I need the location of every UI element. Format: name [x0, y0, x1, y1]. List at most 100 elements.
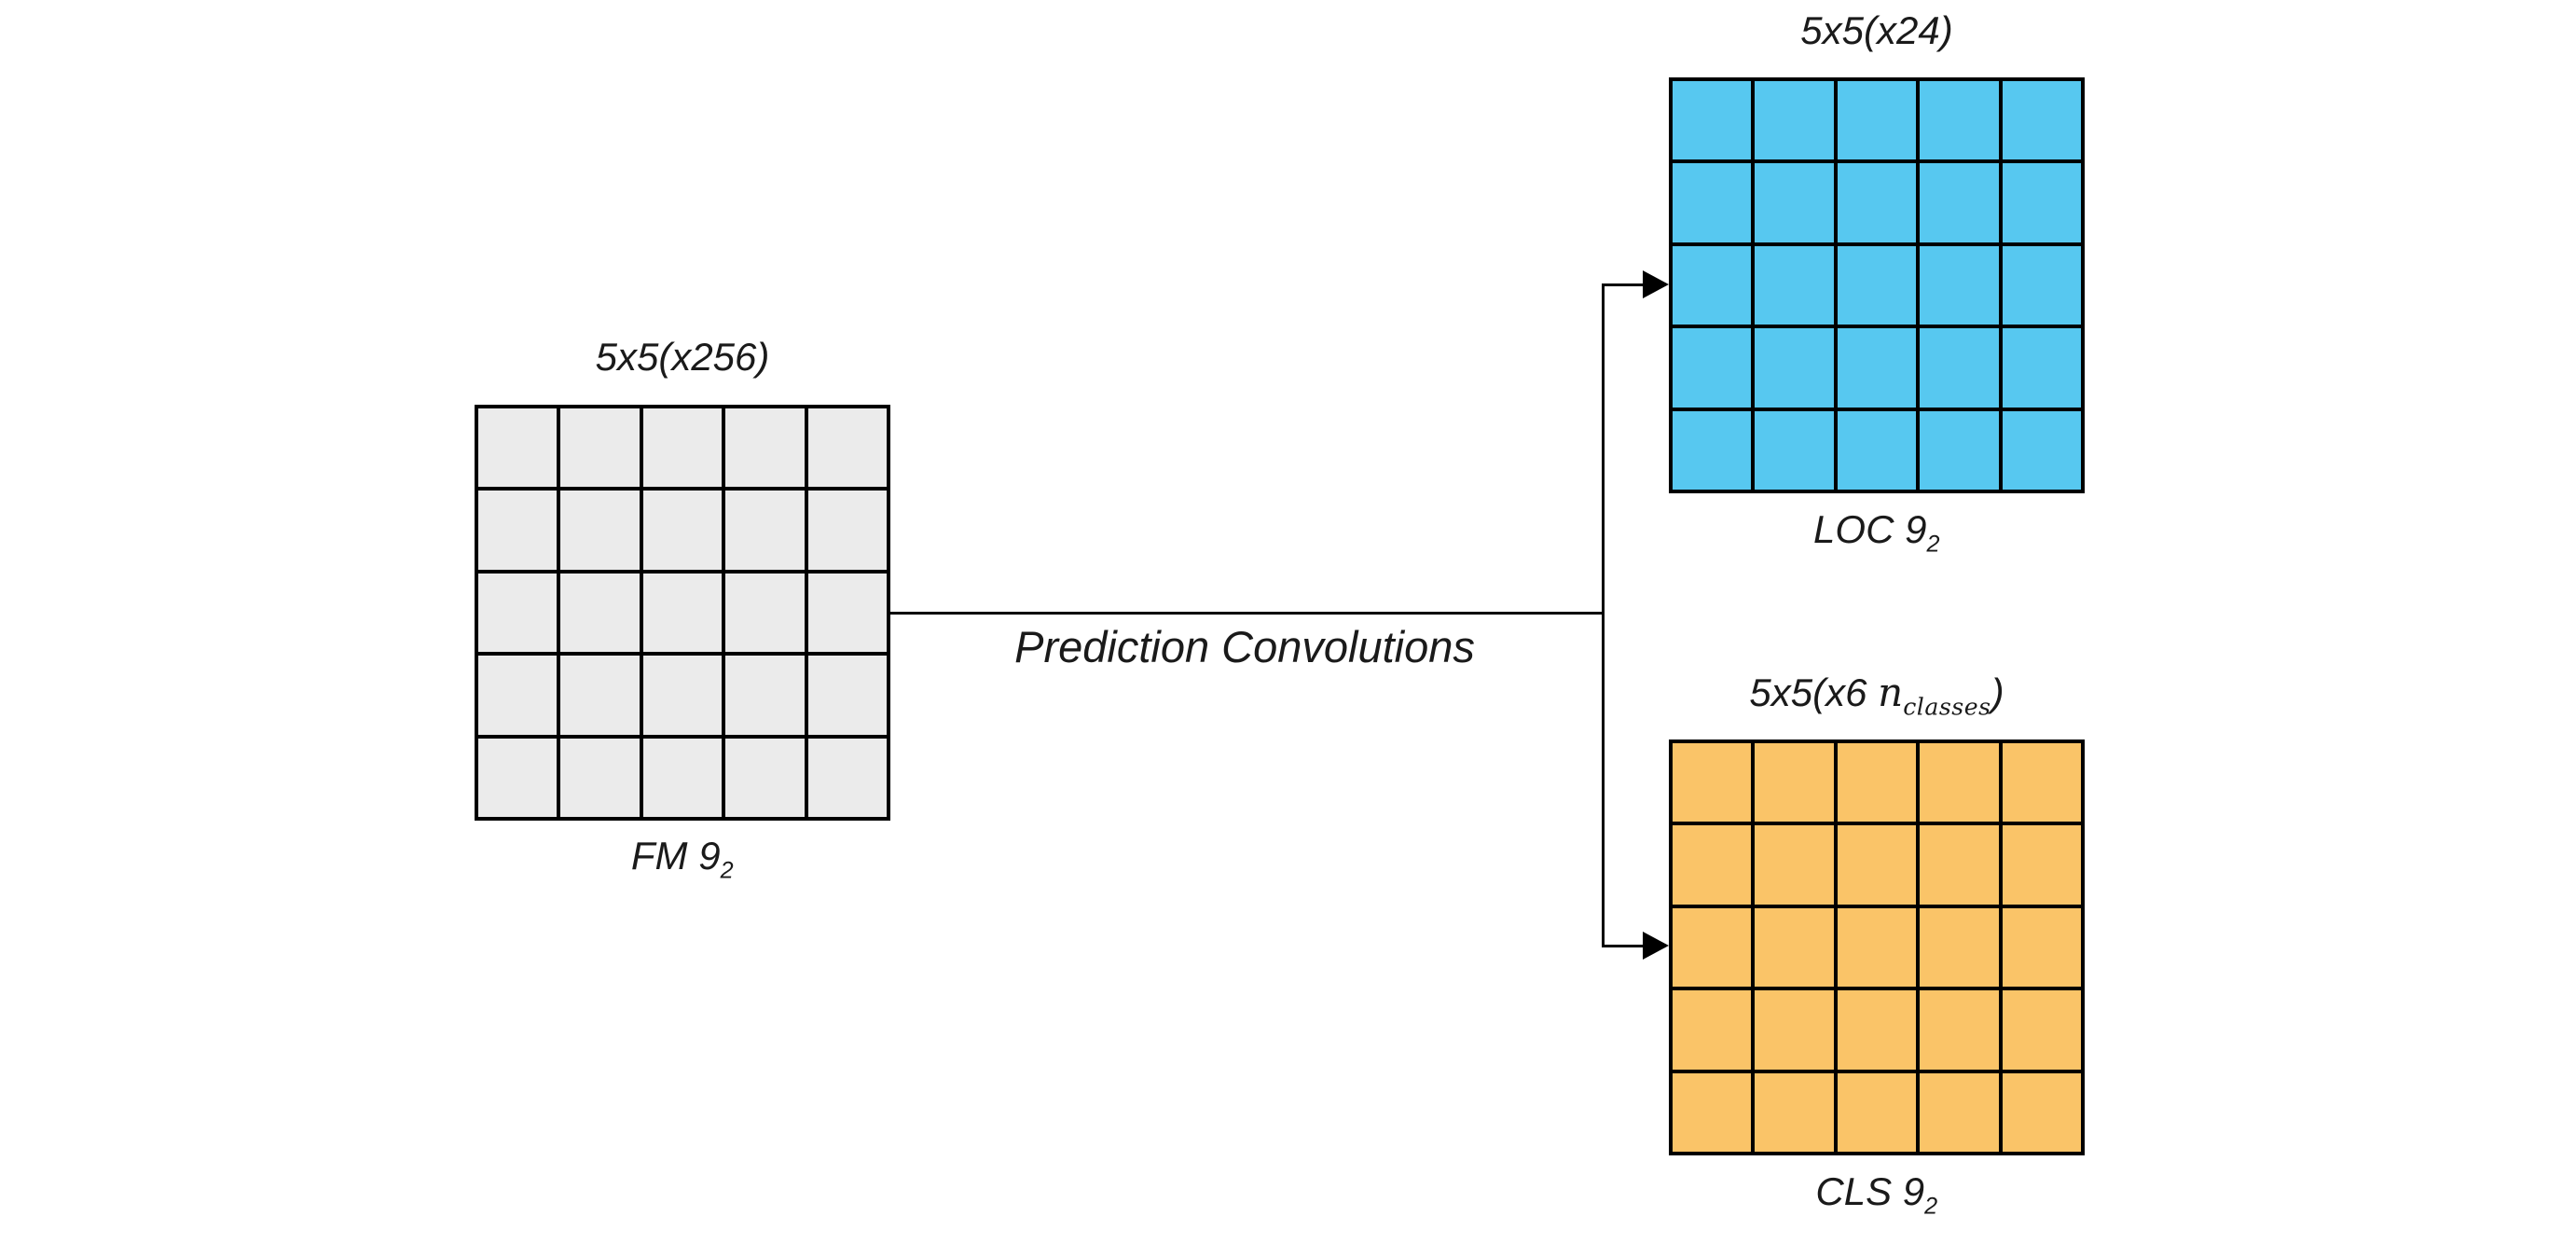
- grid-cell: [1837, 328, 1917, 408]
- fm-name-subscript: 2: [720, 857, 735, 884]
- cls-top-suffix: ): [1991, 670, 2004, 714]
- grid-cell: [1673, 990, 1752, 1070]
- loc-grid: [1669, 77, 2085, 493]
- grid-cell: [478, 573, 558, 653]
- grid-cell: [2002, 163, 2081, 242]
- grid-cell: [1920, 743, 1999, 822]
- grid-cell: [1755, 81, 1834, 160]
- grid-cell: [1837, 990, 1917, 1070]
- cls-name-subscript: 2: [1924, 1193, 1938, 1220]
- grid-cell: [807, 573, 887, 653]
- grid-cell: [2002, 825, 2081, 905]
- grid-cell: [1755, 410, 1834, 490]
- grid-cell: [1673, 328, 1752, 408]
- connector-branch-cls: [1602, 945, 1648, 947]
- grid-cell: [1837, 743, 1917, 822]
- grid-cell: [1920, 163, 1999, 242]
- grid-cell: [2002, 245, 2081, 325]
- grid-cell: [2002, 990, 2081, 1070]
- cls-grid: [1669, 739, 2085, 1155]
- cls-name-text: CLS 9: [1815, 1169, 1925, 1213]
- loc-name-subscript: 2: [1926, 531, 1940, 558]
- grid-cell: [1920, 245, 1999, 325]
- connector-label: Prediction Convolutions: [1014, 622, 1475, 671]
- grid-cell: [1673, 81, 1752, 160]
- grid-cell: [642, 491, 723, 570]
- grid-cell: [725, 491, 805, 570]
- grid-cell: [1920, 990, 1999, 1070]
- grid-cell: [807, 738, 887, 817]
- grid-cell: [1920, 410, 1999, 490]
- loc-grid-bottom-label: LOC 92: [1644, 507, 2110, 558]
- loc-grid-top-label: 5x5(x24): [1800, 8, 1953, 52]
- cls-grid-top-label: 5x5(x6 nclasses): [1597, 670, 2156, 721]
- grid-cell: [560, 491, 640, 570]
- grid-cell: [560, 408, 640, 488]
- cls-grid-bottom-label: CLS 92: [1644, 1169, 2110, 1220]
- grid-cell: [2002, 81, 2081, 160]
- grid-cell: [478, 738, 558, 817]
- grid-cell: [1755, 990, 1834, 1070]
- cls-top-prefix: 5x5(x6: [1749, 670, 1879, 714]
- grid-cell: [642, 408, 723, 488]
- grid-cell: [1837, 81, 1917, 160]
- fm-name-text: FM 9: [630, 834, 721, 878]
- arrowhead-loc-icon: [1643, 270, 1669, 298]
- grid-cell: [1673, 245, 1752, 325]
- grid-cell: [1673, 743, 1752, 822]
- grid-cell: [1837, 1072, 1917, 1152]
- connector-line-main: [890, 612, 1605, 615]
- cls-top-variable-subscript: classes: [1903, 693, 1991, 721]
- grid-cell: [2002, 410, 2081, 490]
- grid-cell: [478, 656, 558, 735]
- grid-cell: [725, 573, 805, 653]
- grid-cell: [725, 656, 805, 735]
- grid-cell: [1837, 245, 1917, 325]
- grid-cell: [560, 656, 640, 735]
- grid-cell: [1673, 825, 1752, 905]
- grid-cell: [1755, 825, 1834, 905]
- grid-cell: [807, 656, 887, 735]
- grid-cell: [1673, 410, 1752, 490]
- grid-cell: [1920, 328, 1999, 408]
- grid-cell: [1837, 907, 1917, 988]
- fm-grid: [475, 405, 890, 821]
- grid-cell: [642, 656, 723, 735]
- grid-cell: [1837, 163, 1917, 242]
- grid-cell: [1673, 907, 1752, 988]
- grid-cell: [560, 738, 640, 817]
- grid-cell: [1673, 1072, 1752, 1152]
- connector-line-vertical: [1602, 283, 1605, 947]
- grid-cell: [1837, 410, 1917, 490]
- connector-branch-loc: [1602, 283, 1648, 286]
- grid-cell: [1755, 743, 1834, 822]
- grid-cell: [478, 408, 558, 488]
- grid-cell: [2002, 743, 2081, 822]
- grid-cell: [642, 738, 723, 817]
- grid-cell: [1837, 825, 1917, 905]
- fm-grid-top-label: 5x5(x256): [595, 335, 770, 379]
- grid-cell: [1755, 328, 1834, 408]
- grid-cell: [2002, 1072, 2081, 1152]
- grid-cell: [478, 491, 558, 570]
- grid-cell: [642, 573, 723, 653]
- grid-cell: [807, 491, 887, 570]
- grid-cell: [1755, 1072, 1834, 1152]
- cls-top-variable: n: [1878, 670, 1904, 715]
- loc-name-text: LOC 9: [1813, 507, 1927, 551]
- grid-cell: [560, 573, 640, 653]
- fm-grid-bottom-label: FM 92: [449, 834, 916, 884]
- arrowhead-cls-icon: [1643, 932, 1669, 960]
- grid-cell: [1920, 825, 1999, 905]
- grid-cell: [1755, 907, 1834, 988]
- grid-cell: [1920, 1072, 1999, 1152]
- grid-cell: [725, 738, 805, 817]
- grid-cell: [1920, 81, 1999, 160]
- grid-cell: [725, 408, 805, 488]
- grid-cell: [1673, 163, 1752, 242]
- grid-cell: [1755, 163, 1834, 242]
- grid-cell: [1920, 907, 1999, 988]
- grid-cell: [2002, 907, 2081, 988]
- grid-cell: [2002, 328, 2081, 408]
